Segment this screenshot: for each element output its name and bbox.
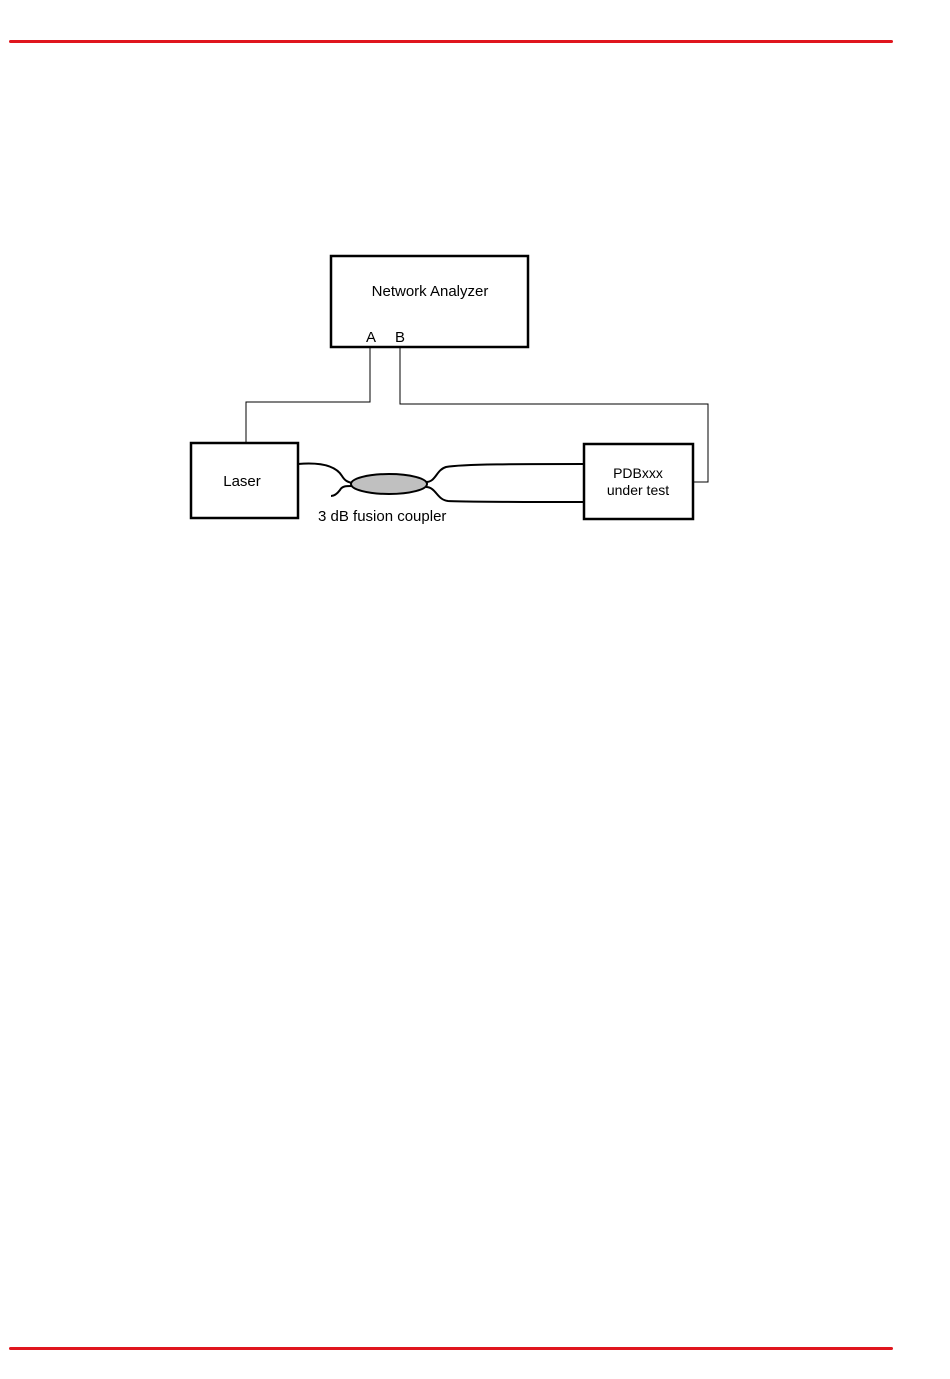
fiber-output-2 bbox=[426, 487, 584, 502]
cable-port-a-to-laser bbox=[246, 347, 370, 443]
fiber-unused-stub bbox=[331, 486, 352, 496]
device-label-line1: PDBxxx bbox=[613, 465, 663, 481]
laser-label: Laser bbox=[223, 473, 261, 490]
port-b-label: B bbox=[395, 329, 405, 346]
network-analyzer: Network Analyzer A B bbox=[331, 256, 528, 347]
footer-rule bbox=[9, 1347, 893, 1350]
device-label-line2: under test bbox=[607, 482, 669, 498]
fusion-coupler bbox=[351, 474, 427, 494]
fiber-output-1 bbox=[426, 464, 584, 482]
device-under-test: PDBxxx under test bbox=[584, 444, 693, 519]
port-a-label: A bbox=[366, 329, 376, 346]
coupler-label: 3 dB fusion coupler bbox=[318, 508, 446, 525]
network-analyzer-box bbox=[331, 256, 528, 347]
network-analyzer-label: Network Analyzer bbox=[372, 283, 489, 300]
fiber-laser-input bbox=[298, 464, 352, 484]
laser: Laser bbox=[191, 443, 298, 518]
